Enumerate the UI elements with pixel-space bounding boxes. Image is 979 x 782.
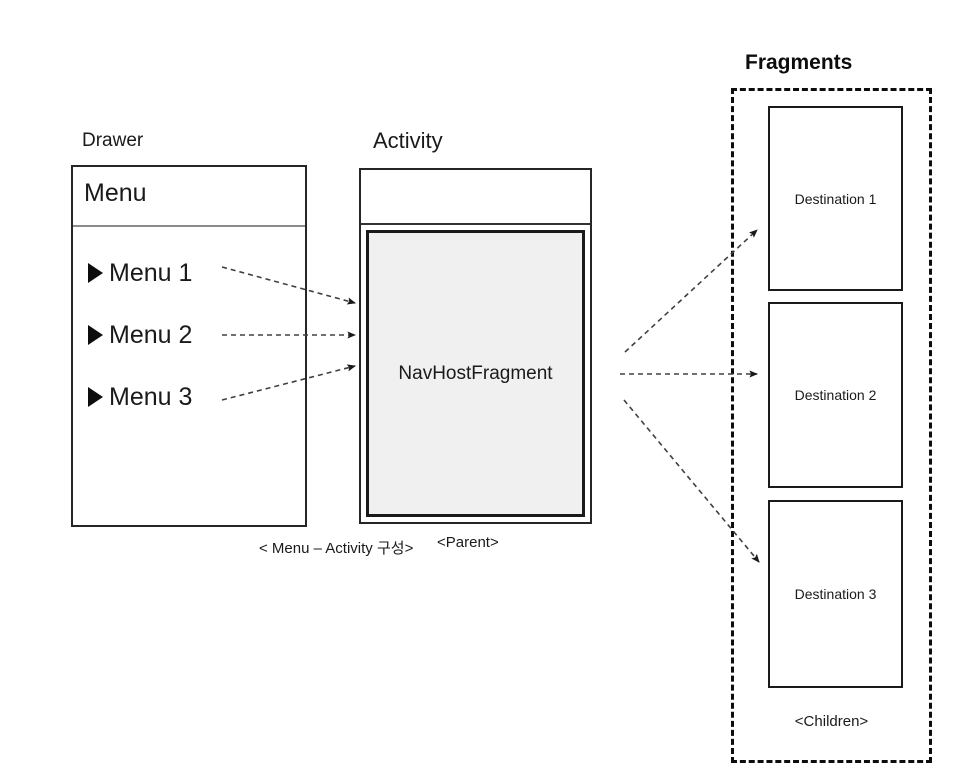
drawer-menu-item-3-label: Menu 3 [109,383,193,411]
drawer-menu-header: Menu [84,179,147,207]
destination-3-box[interactable]: Destination 3 [768,500,903,688]
drawer-menu-item-2[interactable]: Menu 2 [88,321,192,349]
activity-title-label: Activity [373,128,443,153]
parent-tag-label: <Parent> [437,534,499,551]
triangle-right-icon [88,325,103,345]
navhostfragment-container [366,230,585,517]
drawer-title-label: Drawer [82,130,144,151]
children-tag-label: <Children> [794,713,869,730]
activity-appbar-divider [361,223,590,225]
destination-3-label: Destination 3 [794,586,877,602]
menu-activity-caption: < Menu – Activity 구성> [259,540,414,557]
drawer-menu-item-1[interactable]: Menu 1 [88,259,192,287]
destination-2-label: Destination 2 [794,387,877,403]
fragments-title-label: Fragments [745,51,853,74]
navhostfragment-label: NavHostFragment [398,363,553,384]
drawer-divider [73,225,305,227]
drawer-menu-item-3[interactable]: Menu 3 [88,383,192,411]
destination-1-box[interactable]: Destination 1 [768,106,903,291]
drawer-menu-item-1-label: Menu 1 [109,259,193,287]
destination-1-label: Destination 1 [794,190,877,207]
triangle-right-icon [88,263,103,283]
triangle-right-icon [88,387,103,407]
destination-2-box[interactable]: Destination 2 [768,302,903,488]
drawer-menu-item-2-label: Menu 2 [109,321,193,349]
